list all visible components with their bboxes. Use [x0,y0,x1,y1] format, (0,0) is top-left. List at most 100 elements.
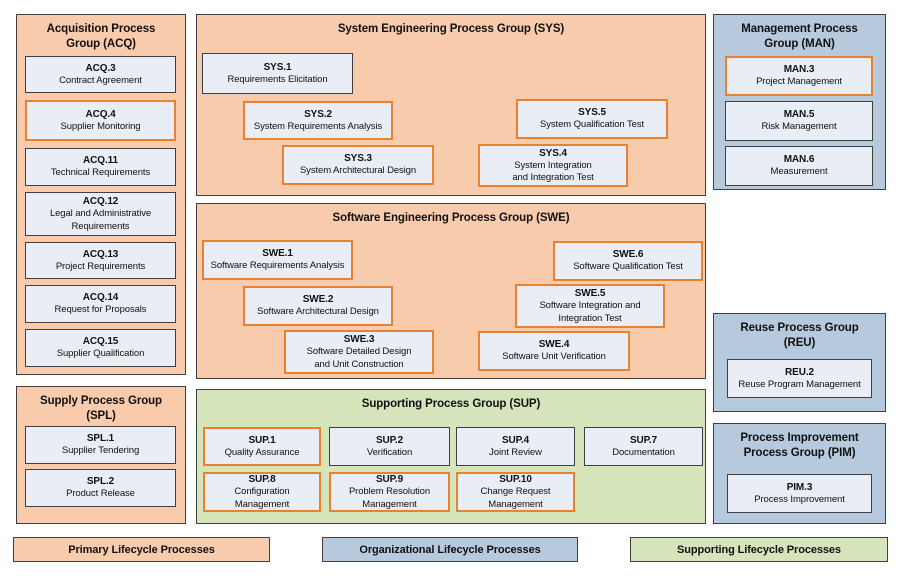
process-name: Joint Review [489,446,542,458]
process-code: ACQ.15 [82,336,119,348]
process-code: SUP.10 [499,474,532,486]
sys-group: System Engineering Process Group (SYS) S… [196,14,706,196]
process-name: Product Release [66,488,135,500]
process-name: Software Unit Verification [502,351,606,363]
sup-group: Supporting Process Group (SUP) SUP.1 Qua… [196,389,706,524]
process-name: Project Requirements [55,260,146,272]
process-code: PIM.3 [786,481,813,493]
process-name: Verification [366,446,413,458]
process-code: ACQ.3 [85,62,116,74]
box-spl-1: SPL.1 Supplier Tendering [25,426,176,464]
process-name: Measurement [770,166,828,178]
process-code: SWE.1 [262,248,293,260]
process-name: Change Request Management [480,486,551,510]
process-name: Software Detailed Design and Unit Constr… [306,346,412,370]
process-name: System Architectural Design [299,165,417,177]
process-code: SUP.4 [501,434,530,446]
box-acq-4: ACQ.4 Supplier Monitoring [25,100,176,141]
process-name: Software Integration and Integration Tes… [539,300,641,324]
box-swe-5: SWE.5 Software Integration and Integrati… [515,284,665,328]
box-sup-1: SUP.1 Quality Assurance [203,427,321,466]
acq-group: Acquisition Process Group (ACQ) ACQ.3 Co… [16,14,186,375]
box-sup-8: SUP.8 Configuration Management [203,472,321,512]
process-code: SWE.4 [538,339,570,351]
box-sup-4: SUP.4 Joint Review [456,427,575,466]
box-swe-3: SWE.3 Software Detailed Design and Unit … [284,330,434,374]
box-sys-5: SYS.5 System Qualification Test [516,99,668,139]
box-acq-11: ACQ.11 Technical Requirements [25,148,176,186]
process-code: MAN.3 [783,64,815,76]
process-name: Configuration Management [234,486,290,510]
process-name: Software Qualification Test [573,261,683,273]
process-name: Risk Management [761,121,837,133]
process-code: SUP.7 [629,434,658,446]
box-sup-9: SUP.9 Problem Resolution Management [329,472,450,512]
process-name: Supplier Tendering [61,445,140,457]
process-name: Request for Proposals [54,304,147,316]
process-code: SUP.8 [248,474,276,486]
box-sup-2: SUP.2 Verification [329,427,450,466]
swe-group-title: Software Engineering Process Group (SWE) [332,212,570,224]
box-sys-4: SYS.4 System Integration and Integration… [478,144,628,187]
process-code: SPL.2 [86,476,115,488]
process-name: Reuse Program Management [738,378,861,390]
box-man-3: MAN.3 Project Management [725,56,873,96]
box-sys-1: SYS.1 Requirements Elicitation [202,53,353,94]
process-name: Project Management [756,76,842,88]
box-swe-1: SWE.1 Software Requirements Analysis [202,240,353,280]
box-swe-6: SWE.6 Software Qualification Test [553,241,703,281]
box-swe-2: SWE.2 Software Architectural Design [243,286,393,326]
process-code: SPL.1 [86,433,115,445]
box-acq-15: ACQ.15 Supplier Qualification [25,329,176,367]
box-reu-2: REU.2 Reuse Program Management [727,359,872,398]
pim-group: Process Improvement Process Group (PIM) … [713,423,886,524]
process-name: Legal and Administrative Requirements [49,208,152,232]
process-code: MAN.5 [783,109,815,121]
legend-primary: Primary Lifecycle Processes [13,537,270,562]
spl-group-title: Supply Process Group (SPL) [40,395,162,423]
legend-supporting: Supporting Lifecycle Processes [630,537,888,562]
pim-group-title: Process Improvement Process Group (PIM) [740,432,859,460]
reu-group: Reuse Process Group (REU) REU.2 Reuse Pr… [713,313,886,412]
man-group: Management Process Group (MAN) MAN.3 Pro… [713,14,886,190]
box-sup-10: SUP.10 Change Request Management [456,472,575,512]
man-group-title: Management Process Group (MAN) [741,23,858,51]
process-name: Contract Agreement [59,74,142,86]
process-code: ACQ.13 [82,248,119,260]
process-name: System Integration and Integration Test [512,159,594,183]
process-code: SYS.4 [539,147,567,159]
process-code: ACQ.4 [85,108,116,120]
process-name: Documentation [612,446,675,458]
process-code: SUP.2 [375,434,404,446]
process-name: Technical Requirements [50,167,151,179]
process-name: Process Improvement [754,493,845,505]
box-pim-3: PIM.3 Process Improvement [727,474,872,513]
process-code: ACQ.12 [82,196,119,208]
process-name: System Requirements Analysis [253,120,383,132]
legend-organizational: Organizational Lifecycle Processes [322,537,578,562]
box-sys-3: SYS.3 System Architectural Design [282,145,434,185]
process-code: SWE.6 [612,249,644,261]
box-spl-2: SPL.2 Product Release [25,469,176,507]
swe-group: Software Engineering Process Group (SWE)… [196,203,706,379]
spl-group: Supply Process Group (SPL) SPL.1 Supplie… [16,386,186,524]
process-code: REU.2 [785,366,814,378]
process-name: Software Architectural Design [257,306,379,318]
reu-group-title: Reuse Process Group (REU) [740,322,859,350]
box-man-5: MAN.5 Risk Management [725,101,873,141]
process-name: Supplier Monitoring [60,120,141,132]
sup-group-title: Supporting Process Group (SUP) [361,398,541,410]
process-name: Supplier Qualification [56,348,145,360]
process-name: System Qualification Test [540,119,644,131]
box-acq-3: ACQ.3 Contract Agreement [25,56,176,93]
process-code: ACQ.11 [83,155,118,167]
process-code: SYS.5 [578,107,606,119]
process-code: SUP.9 [375,474,404,486]
process-code: SWE.5 [574,288,606,300]
process-code: SYS.2 [304,108,332,120]
box-acq-13: ACQ.13 Project Requirements [25,242,176,279]
process-name: Quality Assurance [224,446,300,458]
box-acq-12: ACQ.12 Legal and Administrative Requirem… [25,192,176,236]
process-name: Software Requirements Analysis [210,260,345,272]
box-swe-4: SWE.4 Software Unit Verification [478,331,630,371]
